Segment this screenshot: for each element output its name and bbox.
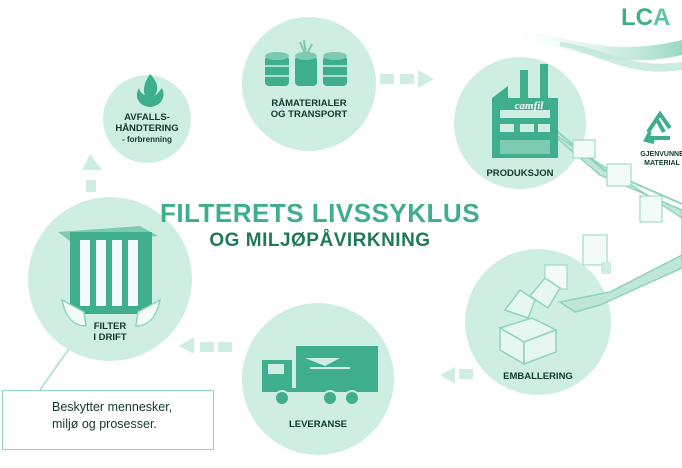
wave-decoration <box>520 31 682 61</box>
stage-label-waste: AVFALLS- HÅNDTERING - forbrenning <box>115 112 179 144</box>
stage-label-delivery: LEVERANSE <box>288 419 348 430</box>
wave-decoration-2 <box>560 42 682 72</box>
diagram-title: FILTERETS LIVSSYKLUS <box>159 198 481 228</box>
truck-icon <box>262 346 378 406</box>
stage-label-packaging: EMBALLERING <box>503 371 573 382</box>
stage-circle-waste <box>103 75 191 163</box>
info-text: Beskytter mennesker, miljø og prosesser. <box>52 400 173 431</box>
barrels-icon <box>265 39 347 86</box>
box-icon <box>498 277 562 366</box>
diagram-subtitle: OG MILJØPÅVIRKNING <box>209 230 431 251</box>
recycled-label: GJENVUNNE MATERIAL <box>640 151 682 167</box>
lca-logo: LCA <box>621 4 671 31</box>
flow-arrows <box>82 70 611 384</box>
stage-label-production: PRODUKSJON <box>486 168 554 179</box>
filter-icon <box>58 226 162 327</box>
conveyor-edge <box>547 123 682 205</box>
stage-label-raw-materials: RÅMATERIALER OG TRANSPORT <box>270 98 348 120</box>
factory-icon <box>492 64 558 158</box>
brand-label: camfil <box>514 100 544 112</box>
stage-label-operation: FILTER I DRIFT <box>93 321 127 343</box>
fire-icon <box>136 74 164 107</box>
info-box <box>2 390 214 450</box>
recycle-icon <box>643 110 672 144</box>
